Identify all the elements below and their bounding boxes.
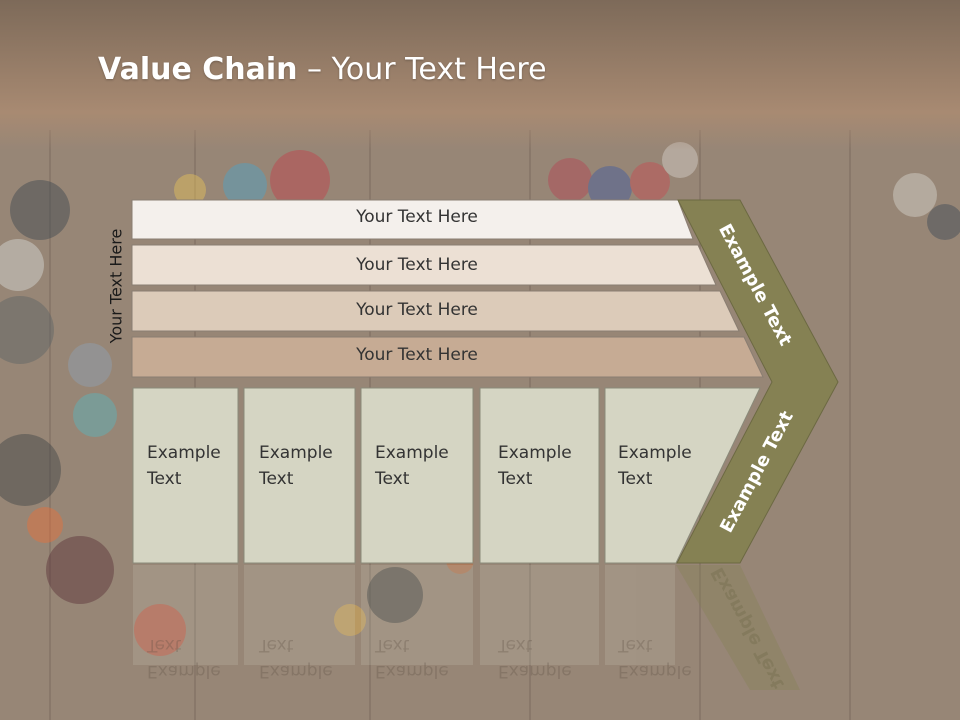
box-4-reflection-line1: Example — [498, 661, 572, 681]
box-4-shape — [479, 387, 600, 564]
box-3-reflection-line2: Text — [375, 635, 410, 655]
row-3-shape — [131, 290, 740, 332]
box-5-line2: Text — [618, 469, 653, 489]
box-5-reflection-line2: Text — [618, 635, 653, 655]
box-1-shape — [132, 387, 239, 564]
row-3-label: Your Text Here — [356, 300, 478, 320]
box-2-shape — [243, 387, 356, 564]
row-2-label: Your Text Here — [356, 255, 478, 275]
box-4-line2: Text — [498, 469, 533, 489]
box-1-reflection: Example Text — [147, 632, 237, 684]
box-5-reflection: Example Text — [618, 632, 708, 684]
chevron-reflection — [676, 565, 800, 690]
box-2-reflection-line2: Text — [259, 635, 294, 655]
box-3-line1: Example — [375, 443, 449, 463]
box-3-reflection: Example Text — [375, 632, 465, 684]
box-3-reflection-line1: Example — [375, 661, 449, 681]
title-bold: Value Chain — [98, 52, 298, 87]
box-4-line1: Example — [498, 443, 572, 463]
title-rest: – Your Text Here — [297, 52, 547, 87]
box-1-line2: Text — [147, 469, 182, 489]
box-1-reflection-line1: Example — [147, 661, 221, 681]
box-3-line2: Text — [375, 469, 410, 489]
row-1-shape — [131, 199, 694, 240]
box-2-line1: Example — [259, 443, 333, 463]
box-5-line1: Example — [618, 443, 692, 463]
row-4-shape — [131, 336, 764, 378]
box-1-reflection-line2: Text — [147, 635, 182, 655]
box-2-reflection: Example Text — [259, 632, 349, 684]
box-1-line1: Example — [147, 443, 221, 463]
box-2-line2: Text — [259, 469, 294, 489]
row-2-shape — [131, 244, 717, 286]
box-4-reflection-line2: Text — [498, 635, 533, 655]
box-2-reflection-line1: Example — [259, 661, 333, 681]
box-5-reflection-line1: Example — [618, 661, 692, 681]
chevron-shape — [676, 199, 839, 564]
row-1-label: Your Text Here — [356, 207, 478, 227]
slide-title: Value Chain – Your Text Here — [98, 52, 547, 87]
row-4-label: Your Text Here — [356, 345, 478, 365]
box-3-shape — [360, 387, 474, 564]
box-5-shape — [604, 387, 761, 564]
box-4-reflection: Example Text — [498, 632, 588, 684]
